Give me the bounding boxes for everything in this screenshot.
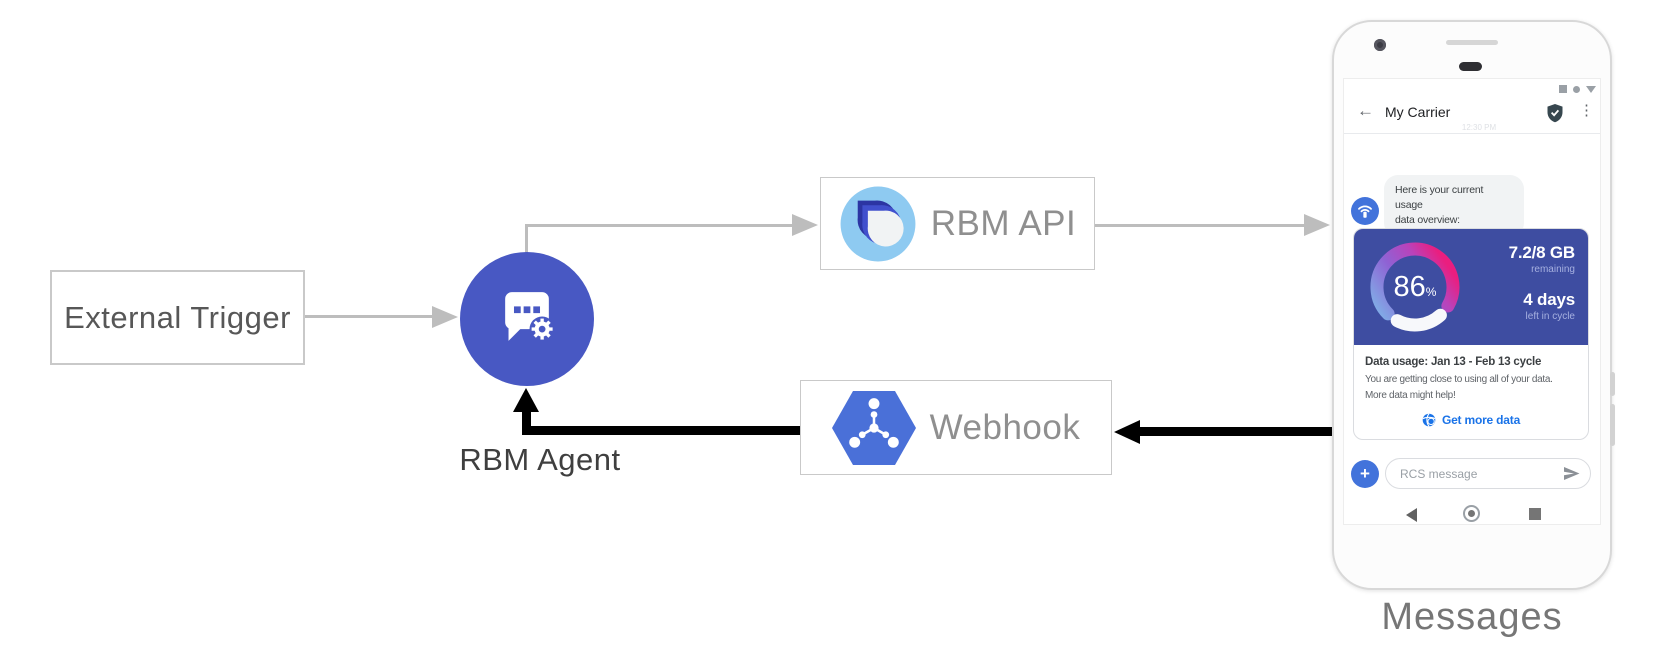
arrowhead-api-to-phone — [1304, 214, 1330, 236]
arrow-webhook-to-agent-horizontal — [522, 426, 800, 435]
phone-camera — [1374, 39, 1386, 51]
nav-home-button[interactable] — [1463, 505, 1480, 522]
usage-gauge — [1370, 242, 1460, 332]
arrow-agent-to-api-horizontal — [525, 224, 795, 227]
usage-card-body: Data usage: Jan 13 - Feb 13 cycle You ar… — [1354, 345, 1588, 439]
usage-card-text-line1: You are getting close to using all of yo… — [1365, 374, 1553, 385]
phone-power-button[interactable] — [1610, 372, 1615, 396]
agent-avatar — [1351, 197, 1379, 225]
back-arrow-icon[interactable]: ← — [1357, 101, 1374, 120]
rcs-message-input[interactable] — [1400, 466, 1563, 481]
message-composer — [1385, 458, 1591, 489]
get-more-data-button[interactable]: Get more data — [1365, 413, 1577, 427]
rbm-api-label: RBM API — [930, 203, 1077, 243]
statusbar-triangle-icon — [1586, 86, 1596, 93]
overflow-menu-icon[interactable]: ⋮ — [1579, 102, 1594, 119]
gauge-percent-sign: % — [1425, 285, 1437, 299]
webhook-label: Webhook — [929, 407, 1081, 447]
header-divider — [1344, 133, 1600, 134]
phone-screen: ← My Carrier ⋮ 12:30 PM Here is your cur… — [1343, 78, 1601, 525]
nav-back-button[interactable] — [1406, 508, 1417, 522]
messages-app-label: Messages — [1381, 596, 1563, 638]
message-timestamp: 12:30 PM — [1461, 123, 1497, 132]
phone-speaker-slot — [1446, 40, 1498, 45]
attach-plus-button[interactable]: + — [1351, 460, 1379, 488]
rbm-agent-label: RBM Agent — [459, 442, 621, 477]
verified-badge-icon — [1547, 104, 1563, 123]
get-more-data-label: Get more data — [1441, 413, 1521, 427]
arrowhead-webhook-to-agent — [513, 388, 539, 412]
days-label: left in cycle — [1525, 311, 1575, 322]
phone-earpiece — [1459, 62, 1482, 71]
nav-recents-button[interactable] — [1529, 508, 1541, 520]
usage-card-text-line2: More data might help! — [1365, 389, 1456, 401]
send-icon[interactable] — [1563, 466, 1580, 481]
arrow-api-to-phone — [1095, 224, 1305, 227]
gauge-percent: 86 % — [1367, 239, 1463, 335]
arrow-webhook-to-agent-vertical — [522, 408, 531, 435]
arrowhead-trigger-to-agent — [432, 306, 458, 328]
statusbar-dot-icon — [1573, 86, 1580, 93]
carrier-antenna-icon — [1358, 205, 1372, 218]
statusbar-square-icon — [1559, 85, 1567, 93]
globe-icon — [1422, 413, 1436, 427]
rbm-api-node: RBM API — [820, 177, 1095, 270]
chat-bubble-line1: Here is your current usage — [1395, 184, 1484, 212]
usage-card-media: 86 % 7.2/8 GB remaining 4 days left in c… — [1354, 229, 1588, 345]
remaining-value: 7.2/8 GB — [1508, 243, 1576, 262]
external-trigger-label: External Trigger — [64, 299, 291, 335]
phone-volume-button[interactable] — [1610, 404, 1615, 446]
webhook-node: Webhook — [800, 380, 1112, 475]
chat-gear-icon — [505, 292, 555, 342]
arrow-phone-to-webhook — [1138, 427, 1332, 436]
usage-card-title: Data usage: Jan 13 - Feb 13 cycle — [1365, 356, 1542, 368]
rbm-api-logo-icon — [840, 186, 916, 261]
arrowhead-phone-to-webhook — [1114, 420, 1140, 444]
gauge-percent-value: 86 — [1393, 271, 1426, 303]
days-value: 4 days — [1523, 290, 1575, 309]
usage-card: 86 % 7.2/8 GB remaining 4 days left in c… — [1353, 228, 1589, 440]
arrow-agent-to-api-vertical — [525, 224, 528, 256]
external-trigger-node: External Trigger — [50, 270, 305, 365]
conversation-title: My Carrier — [1385, 104, 1451, 120]
arrow-trigger-to-agent — [305, 315, 435, 318]
remaining-label: remaining — [1531, 264, 1575, 275]
arrowhead-agent-to-api — [792, 214, 818, 236]
chat-bubble-line2: data overview: — [1395, 214, 1460, 227]
rbm-agent-node — [460, 252, 594, 386]
webhook-pubsub-icon — [831, 390, 916, 465]
chat-bubble: Here is your current usage data overview… — [1384, 175, 1524, 237]
